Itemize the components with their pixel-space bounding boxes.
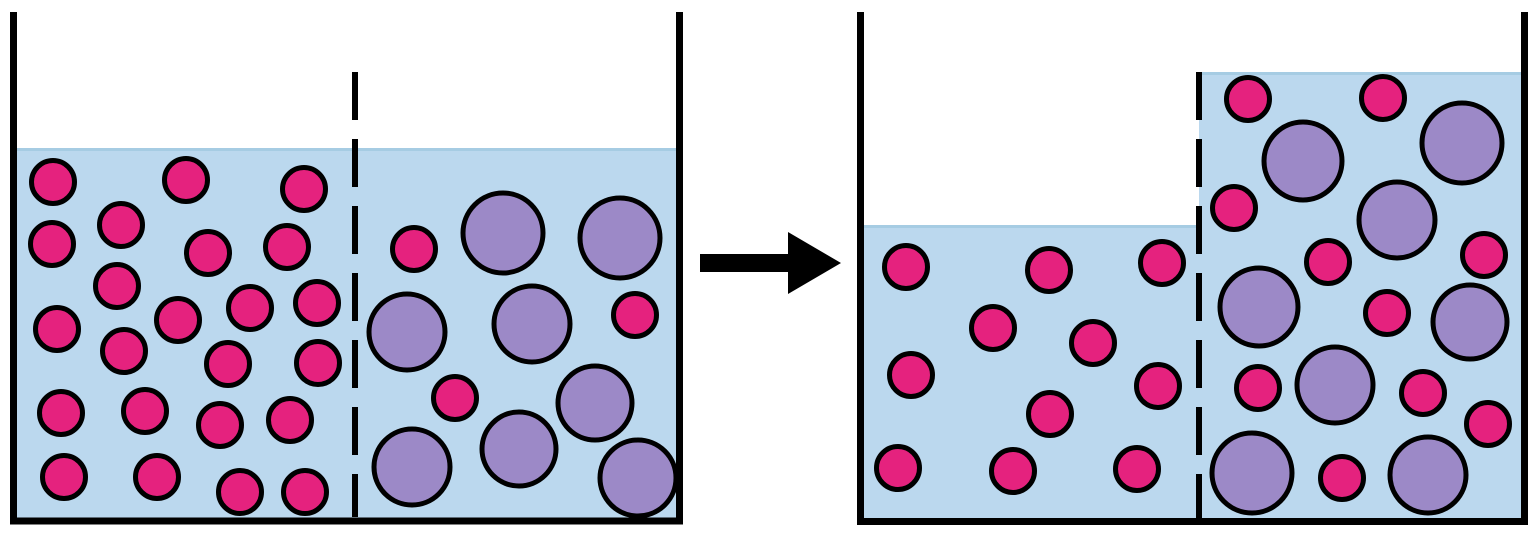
solute-particle-small [97,201,145,249]
solute-particle-small [1460,231,1508,279]
solute-particle-small [33,305,81,353]
solute-particle-small [390,225,438,273]
solute-particle-small [1026,390,1074,438]
solute-particle-small [263,223,311,271]
solute-particle-small [1134,362,1182,410]
solute-particle-small [216,468,264,516]
solute-particle-small [37,389,85,437]
transition-arrow [700,232,841,294]
solute-particle-small [28,220,76,268]
solute-particle-small [1359,74,1407,122]
solute-particle-small [100,327,148,375]
solute-particle-small [1234,364,1282,412]
solute-particle-large [1356,179,1438,261]
solute-particle-small [1210,184,1258,232]
solute-particle-small [1138,239,1186,287]
solute-particle-small [969,304,1017,352]
solute-particle-small [1399,369,1447,417]
beaker-after [857,12,1528,525]
solute-particle-small [162,156,210,204]
solute-particle-small [266,396,314,444]
solute-particle-small [184,229,232,277]
solute-particle-small [281,468,329,516]
solute-particle-small [882,243,930,291]
solute-particle-large [577,195,663,281]
solute-particle-large [1430,282,1510,362]
solute-particle-small [196,401,244,449]
beaker-wall [10,12,683,525]
solute-particle-small [204,340,252,388]
solute-particle-large [1261,119,1345,203]
arrow-icon [700,232,841,294]
solute-particle-small [1069,319,1117,367]
solute-particle-small [1464,400,1512,448]
beaker-before [10,12,683,525]
solute-particle-small [293,279,341,327]
solute-particle-small [40,453,88,501]
solute-particle-large [1419,100,1505,186]
solute-particle-small [611,291,659,339]
solute-particle-small [1304,238,1352,286]
solute-particle-large [479,409,559,489]
solute-particle-small [226,284,274,332]
solute-particle-small [1224,75,1272,123]
solute-particle-large [555,363,635,443]
solute-particle-small [874,444,922,492]
solute-particle-large [1217,265,1301,349]
solute-particle-large [1387,434,1469,516]
solute-particle-small [280,165,328,213]
solute-particle-large [597,437,679,519]
solute-particle-small [431,374,479,422]
solute-particle-large [460,190,546,276]
solute-particle-large [366,291,448,373]
solute-particle-small [29,158,77,206]
beaker-wall [857,12,1528,525]
solute-particle-small [887,351,935,399]
solute-particle-small [1113,445,1161,493]
solute-particle-small [1318,454,1366,502]
solute-particle-large [1209,430,1295,516]
solute-particle-small [154,296,202,344]
solute-particle-small [1363,289,1411,337]
solute-particle-small [121,387,169,435]
solute-particle-small [294,339,342,387]
solute-particle-small [989,447,1037,495]
solute-particle-large [491,283,573,365]
solute-particle-small [1025,246,1073,294]
solute-particle-large [371,426,453,508]
solute-particle-large [1294,344,1376,426]
solute-particle-small [93,262,141,310]
solute-particle-small [133,453,181,501]
